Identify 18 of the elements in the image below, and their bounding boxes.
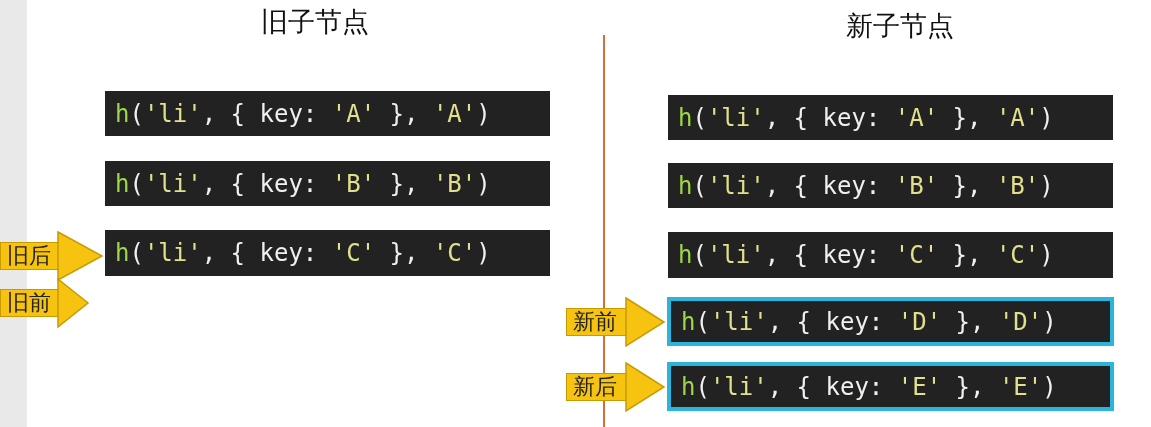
code-box: h('li', { key: 'C' }, 'C') (668, 232, 1113, 278)
code-box: h('li', { key: 'D' }, 'D') (667, 297, 1114, 346)
pointer-label: 旧前 (0, 289, 58, 317)
column-title: 旧子节点 (261, 5, 369, 39)
column-title: 新子节点 (846, 9, 954, 43)
arrow (625, 361, 666, 413)
pointer-label: 新后 (566, 373, 626, 401)
code-box: h('li', { key: 'B' }, 'B') (668, 163, 1113, 208)
pointer-label: 旧后 (0, 242, 58, 270)
arrow (625, 296, 666, 348)
code-box: h('li', { key: 'A' }, 'A') (668, 95, 1113, 140)
code-box: h('li', { key: 'E' }, 'E') (667, 362, 1114, 411)
arrow (57, 277, 90, 329)
code-box: h('li', { key: 'A' }, 'A') (105, 91, 550, 136)
arrow (57, 230, 104, 282)
pointer-label: 新前 (566, 308, 626, 336)
code-box: h('li', { key: 'C' }, 'C') (105, 230, 550, 276)
code-box: h('li', { key: 'B' }, 'B') (105, 161, 550, 206)
